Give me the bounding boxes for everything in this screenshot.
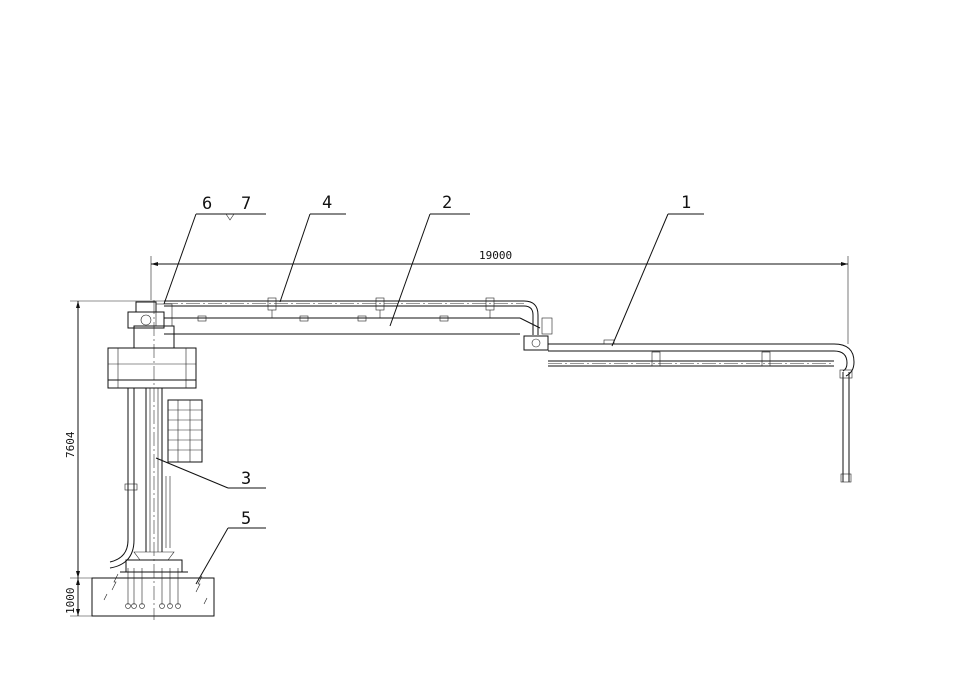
- leader-6-7: 6 7: [163, 194, 266, 305]
- foundation-height-text: 1000: [64, 588, 77, 615]
- dimension-reach: 19000: [150, 249, 849, 344]
- column-height-text: 7604: [64, 431, 77, 458]
- leader-1: 1: [611, 193, 704, 347]
- leader-5: 5: [195, 509, 266, 585]
- part-label-1: 1: [681, 193, 691, 213]
- part-label-3: 3: [241, 469, 251, 489]
- knee-joint: [523, 317, 553, 351]
- leader-3: 3: [155, 457, 266, 489]
- part-label-2: 2: [442, 193, 452, 213]
- platform-and-swivel: [107, 301, 197, 389]
- inner-arm: [164, 297, 541, 335]
- outer-arm: [548, 339, 855, 483]
- part-label-6: 6: [202, 194, 212, 214]
- leader-2: 2: [389, 193, 470, 327]
- part-label-7: 7: [241, 194, 251, 214]
- reach-dimension-text: 19000: [479, 249, 512, 262]
- leader-4: 4: [279, 193, 346, 303]
- riser-column: [109, 300, 203, 620]
- part-label-4: 4: [322, 193, 332, 213]
- dimension-height: 7604 1000: [64, 300, 170, 617]
- part-label-5: 5: [241, 509, 251, 529]
- foundation-block: [91, 568, 215, 617]
